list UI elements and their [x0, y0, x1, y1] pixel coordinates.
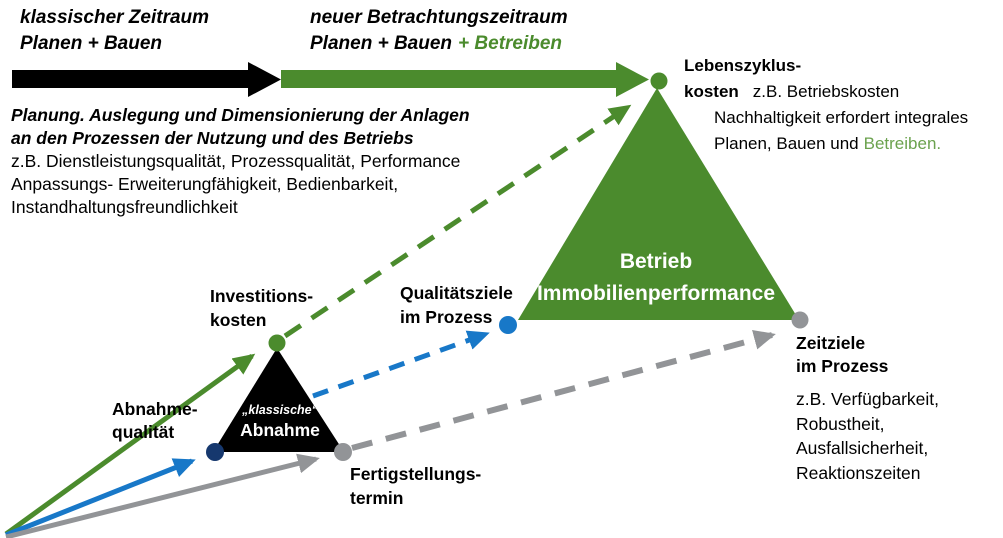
lebenszyklus-title1: Lebenszyklus- [684, 56, 802, 75]
new-period-line2-green: + Betreiben [458, 33, 563, 54]
qualitaetsziele-line1: Qualitätsziele [400, 283, 513, 303]
fertigstellungstermin-dot [334, 443, 352, 461]
new-period-line2-black: Planen + Bauen [310, 33, 453, 54]
abnahme-caption-line1: „klassische“ [242, 403, 318, 417]
zeitziele-block: Zeitziele im Prozess z.B. Verfügbarkeit,… [796, 332, 939, 485]
qualitaetsziele-label: Qualitätsziele im Prozess [400, 281, 513, 329]
lebenszyklus-subtitle: z.B. Betriebskosten [752, 82, 900, 101]
green-dashed-arrow-lifecycle [283, 104, 632, 339]
classic-period-title: klassischer Zeitraum Planen + Bauen [20, 5, 209, 57]
gray-schedule-ray [5, 453, 320, 538]
blue-dashed-arrow-quality [312, 330, 490, 399]
zeitziele-detail1: z.B. Verfügbarkeit, [796, 389, 939, 409]
planning-note-line5: Instandhaltungsfreundlichkeit [11, 197, 238, 217]
lebenszyklus-title2: kosten [684, 82, 739, 101]
investitionskosten-dot [268, 334, 286, 352]
investitionskosten-line2: kosten [210, 310, 267, 330]
abnahme-triangle [213, 348, 344, 452]
fertigstellungstermin-label: Fertigstellungs- termin [350, 462, 481, 510]
betrieb-triangle [518, 88, 799, 320]
abnahmequalitaet-line1: Abnahme- [112, 399, 198, 419]
lebenszyklus-dot [650, 72, 668, 90]
zeitziele-line2: im Prozess [796, 356, 889, 376]
abnahmequalitaet-line2: qualität [112, 422, 175, 442]
lebenszyklus-note1: Nachhaltigkeit erfordert integrales [714, 108, 969, 127]
zeitziele-detail4: Reaktionszeiten [796, 462, 921, 483]
abnahmequalitaet-dot [206, 443, 224, 461]
planning-note-line3: z.B. Dienstleistungsqualität, Prozessqua… [11, 151, 461, 171]
investitionskosten-line1: Investitions- [210, 286, 314, 306]
classic-timeline-arrow [12, 62, 281, 97]
betrieb-triangle-caption: Betrieb Immobilienperformance [495, 246, 817, 310]
planning-note: Planung. Auslegung und Dimensionierung d… [11, 104, 470, 219]
fertigstellungstermin-line2: termin [350, 488, 404, 508]
gray-dashed-arrow-time [351, 330, 776, 451]
lebenszyklus-note2-green: Betreiben. [863, 134, 942, 153]
lebenszyklus-note2-black: Planen, Bauen und [714, 134, 859, 153]
zeitziele-details: z.B. Verfügbarkeit, Robustheit, Ausfalls… [796, 387, 939, 485]
investitionskosten-label: Investitions- kosten [210, 284, 313, 332]
abnahme-triangle-caption: „klassische“ Abnahme [207, 401, 353, 441]
qualitaetsziele-line2: im Prozess [400, 307, 493, 327]
classic-period-line1: klassischer Zeitraum [20, 7, 210, 28]
zeitziele-detail2: Robustheit, [796, 413, 885, 434]
planning-note-line2: an den Prozessen der Nutzung und des Bet… [11, 128, 414, 148]
planning-note-line1: Planung. Auslegung und Dimensionierung d… [11, 105, 470, 125]
abnahmequalitaet-label: Abnahme- qualität [112, 398, 198, 444]
zeitziele-dot [791, 311, 809, 329]
green-quality-ray [4, 353, 256, 537]
new-timeline-arrow [281, 62, 649, 97]
zeitziele-line1: Zeitziele [796, 333, 866, 353]
betrieb-caption-line1: Betrieb [619, 250, 693, 273]
lebenszyklus-title2-row: kosten z.B. Betriebskosten [684, 79, 968, 105]
abnahme-caption-line2: Abnahme [240, 420, 320, 440]
planning-note-line4: Anpassungs- Erweiterungfähigkeit, Bedien… [11, 174, 399, 194]
zeitziele-detail3: Ausfallsicherheit, [796, 438, 929, 458]
blue-acceptance-ray [5, 458, 196, 538]
fertigstellungstermin-line1: Fertigstellungs- [350, 464, 482, 484]
classic-period-line2: Planen + Bauen [20, 33, 163, 54]
new-period-line2: Planen + Bauen+ Betreiben [310, 31, 568, 57]
qualitaetsziele-dot [499, 316, 517, 334]
new-period-line1: neuer Betrachtungszeitraum [310, 7, 568, 28]
new-period-title: neuer Betrachtungszeitraum Planen + Baue… [310, 5, 568, 57]
betrieb-caption-line2: Immobilienperformance [536, 282, 776, 305]
